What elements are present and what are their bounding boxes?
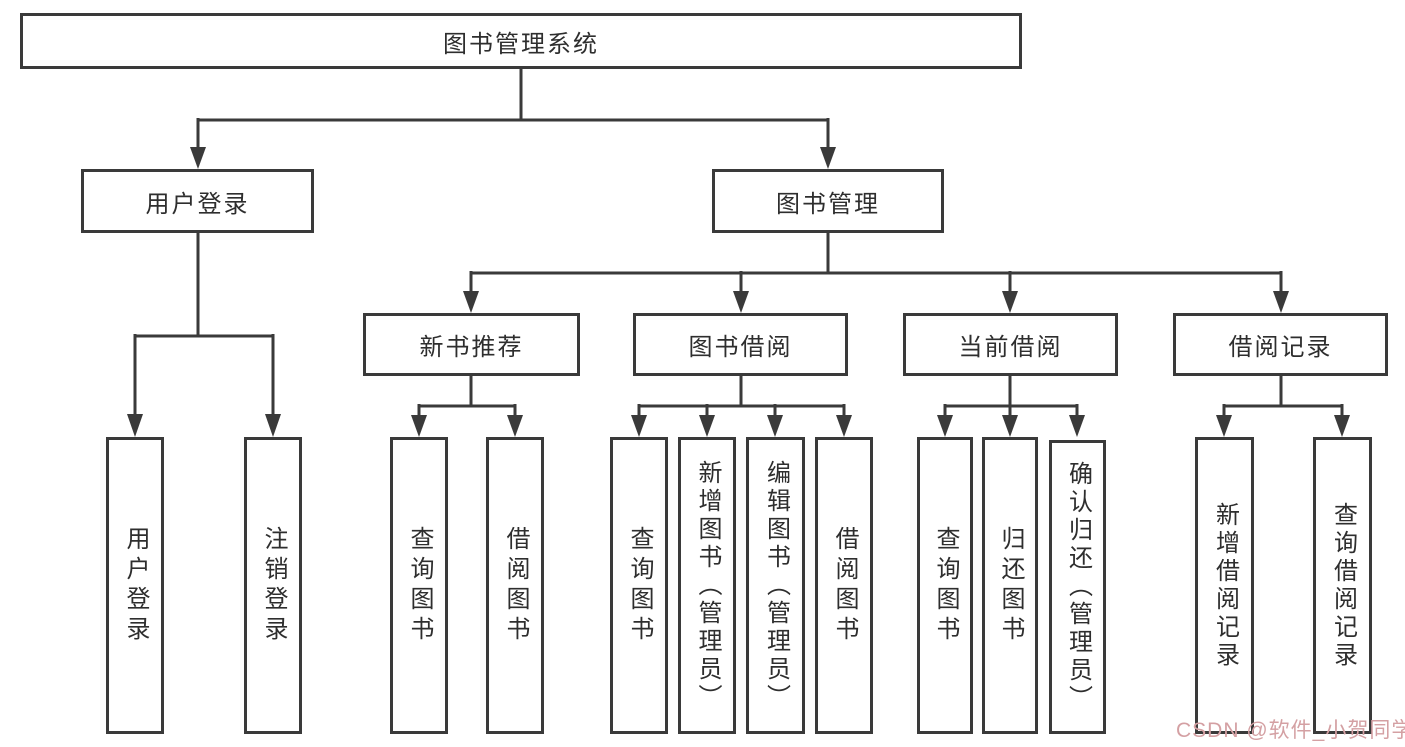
node-leaf-borrow-books-recommend: 借阅图书 (486, 437, 544, 734)
connector-records-to-leaves (1216, 376, 1350, 437)
node-book-management: 图书管理 (712, 169, 944, 233)
connector-bookmgmt-to-level2 (463, 233, 1289, 313)
node-leaf-add-borrow-record: 新增借阅记录 (1195, 437, 1254, 734)
node-leaf-confirm-return-admin: 确认归还（管理员） (1049, 440, 1106, 734)
node-leaf-edit-books-admin: 编辑图书（管理员） (746, 437, 805, 734)
node-leaf-user-login: 用户登录 (106, 437, 164, 734)
connector-root-to-level1 (190, 69, 836, 169)
csdn-watermark: CSDN @软件_小贺同学 (1176, 719, 1405, 742)
node-book-borrow: 图书借阅 (633, 313, 848, 376)
node-leaf-return-books: 归还图书 (982, 437, 1038, 734)
node-user-login-branch: 用户登录 (81, 169, 314, 233)
connector-userlogin-to-leaves (127, 233, 281, 437)
node-library-system: 图书管理系统 (20, 13, 1022, 69)
node-leaf-query-borrow-record: 查询借阅记录 (1313, 437, 1372, 734)
node-current-borrow: 当前借阅 (903, 313, 1118, 376)
node-leaf-query-books-borrow: 查询图书 (610, 437, 668, 734)
node-new-book-recommend: 新书推荐 (363, 313, 580, 376)
connector-recommend-to-leaves (411, 376, 523, 437)
node-leaf-query-books-current: 查询图书 (917, 437, 973, 734)
connector-current-to-leaves (937, 376, 1085, 437)
connector-borrow-to-leaves (631, 376, 852, 437)
node-leaf-borrow-books: 借阅图书 (815, 437, 873, 734)
node-leaf-query-books-recommend: 查询图书 (390, 437, 448, 734)
node-borrow-records: 借阅记录 (1173, 313, 1388, 376)
node-leaf-logout: 注销登录 (244, 437, 302, 734)
node-leaf-add-books-admin: 新增图书（管理员） (678, 437, 736, 734)
